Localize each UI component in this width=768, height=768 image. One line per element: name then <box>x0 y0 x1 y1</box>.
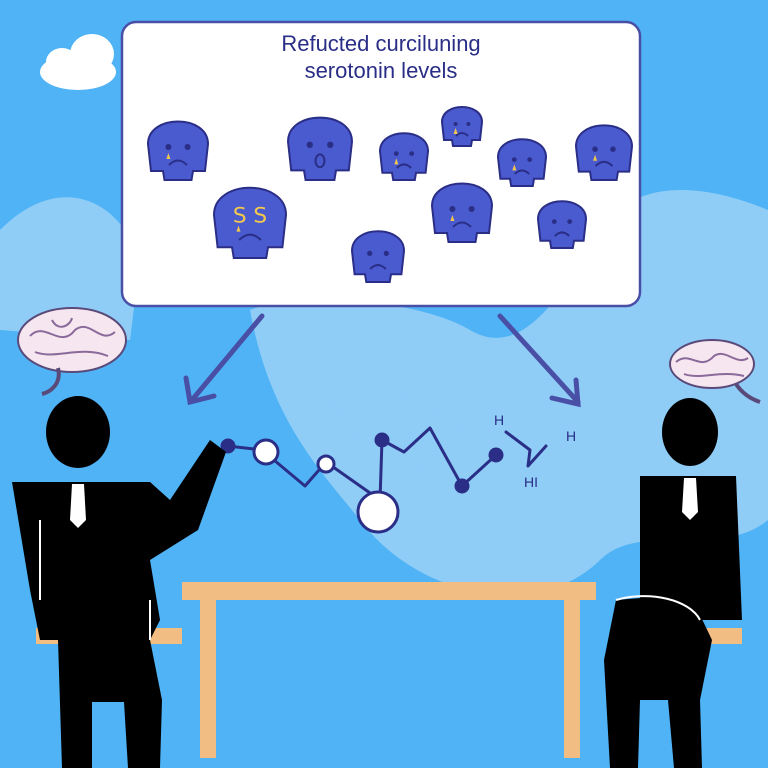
person-left <box>12 396 226 768</box>
background-blob-left <box>0 197 140 340</box>
faces-group: S S <box>146 106 634 283</box>
cloud-icon <box>40 34 116 90</box>
face-sad-icon <box>574 124 634 181</box>
face-worried-icon <box>536 200 588 249</box>
panel-title-line2: serotonin levels <box>304 58 458 83</box>
brain-icon-right <box>669 339 761 404</box>
svg-text:S S: S S <box>233 204 267 229</box>
face-worried-icon <box>350 230 406 283</box>
face-stressed-icon: S S <box>212 186 288 259</box>
hydrogen-label-left: H <box>494 412 505 428</box>
face-sad-icon <box>378 132 430 181</box>
brain-icon-left <box>17 307 127 396</box>
hydrogen-iodide-label: HI <box>524 474 538 490</box>
face-crying-icon <box>430 182 494 243</box>
arrow-right <box>497 313 581 408</box>
arrow-left <box>183 313 265 406</box>
person-right <box>604 398 742 768</box>
table <box>182 582 596 758</box>
background-blob-middle <box>330 392 470 470</box>
face-sad-icon <box>440 106 484 147</box>
hydrogen-label-right: H <box>566 428 577 444</box>
face-surprised-icon <box>286 116 354 181</box>
panel-title: Refucted curciluning serotonin levels <box>122 30 640 84</box>
face-sad-icon <box>496 138 548 187</box>
panel-title-line1: Refucted curciluning <box>281 31 481 56</box>
face-sad-icon <box>146 120 210 181</box>
molecule-diagram <box>220 426 548 534</box>
